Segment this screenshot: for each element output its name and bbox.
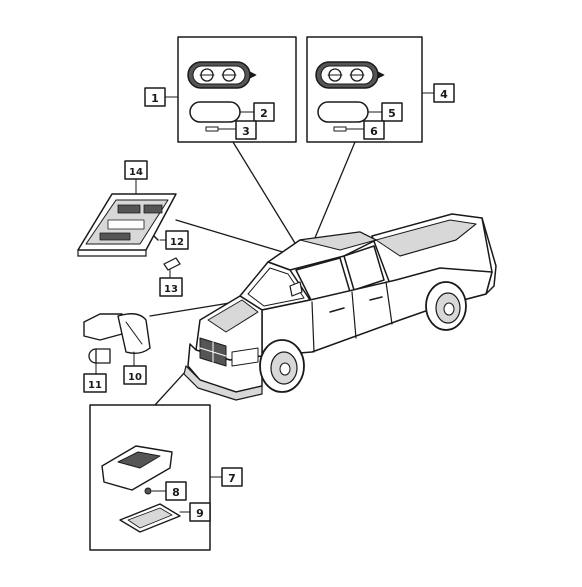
svg-text:8: 8 (172, 486, 180, 499)
callout-10: 10 (123, 365, 147, 385)
dome-lens-left (189, 101, 241, 123)
bulb-right (333, 126, 355, 132)
detail-box-cargo-lamp (89, 404, 223, 551)
map-lamp-assembly (83, 313, 151, 375)
svg-text:11: 11 (88, 380, 102, 391)
pickup-truck (183, 213, 497, 401)
bulb-left (205, 126, 227, 132)
svg-text:14: 14 (129, 167, 143, 178)
callout-1: 1 (144, 87, 179, 107)
leader-line-box1 (232, 141, 299, 249)
leader-line-console (175, 219, 297, 257)
detail-box-dome-lamp-left (177, 36, 297, 143)
svg-text:3: 3 (242, 125, 250, 138)
dome-lamp-housing-right (315, 61, 385, 89)
detail-frame (177, 36, 297, 143)
callout-3: 3 (235, 120, 257, 140)
callout-12: 12 (165, 230, 189, 250)
callout-11: 11 (83, 373, 107, 393)
detail-frame (306, 36, 423, 143)
leader-line-box4 (311, 141, 356, 246)
svg-text:9: 9 (196, 507, 204, 520)
dome-lamp-housing-left (187, 61, 257, 89)
svg-text:7: 7 (228, 472, 236, 485)
cargo-lamp-housing (101, 445, 173, 491)
bulb-part (163, 257, 181, 279)
detail-box-dome-lamp-right (306, 36, 423, 143)
svg-text:12: 12 (170, 237, 184, 248)
callout-4: 4 (421, 83, 455, 103)
svg-text:6: 6 (370, 125, 378, 138)
cargo-lens (119, 503, 191, 533)
svg-text:4: 4 (440, 88, 448, 101)
cargo-bulb (144, 487, 167, 495)
svg-text:2: 2 (260, 107, 268, 120)
svg-text:5: 5 (388, 107, 396, 120)
callout-14: 14 (124, 160, 148, 180)
overhead-console (77, 193, 177, 257)
callout-8: 8 (165, 481, 187, 501)
svg-text:13: 13 (164, 284, 178, 295)
callout-7: 7 (221, 467, 243, 487)
callout-2: 2 (253, 102, 275, 122)
clip-part (153, 235, 167, 241)
dome-lens-right (317, 101, 369, 123)
callout-6: 6 (363, 120, 385, 140)
callout-9: 9 (189, 502, 211, 522)
svg-text:10: 10 (128, 372, 142, 383)
svg-text:1: 1 (151, 92, 159, 105)
callout-13: 13 (159, 277, 183, 297)
callout-5: 5 (381, 102, 403, 122)
